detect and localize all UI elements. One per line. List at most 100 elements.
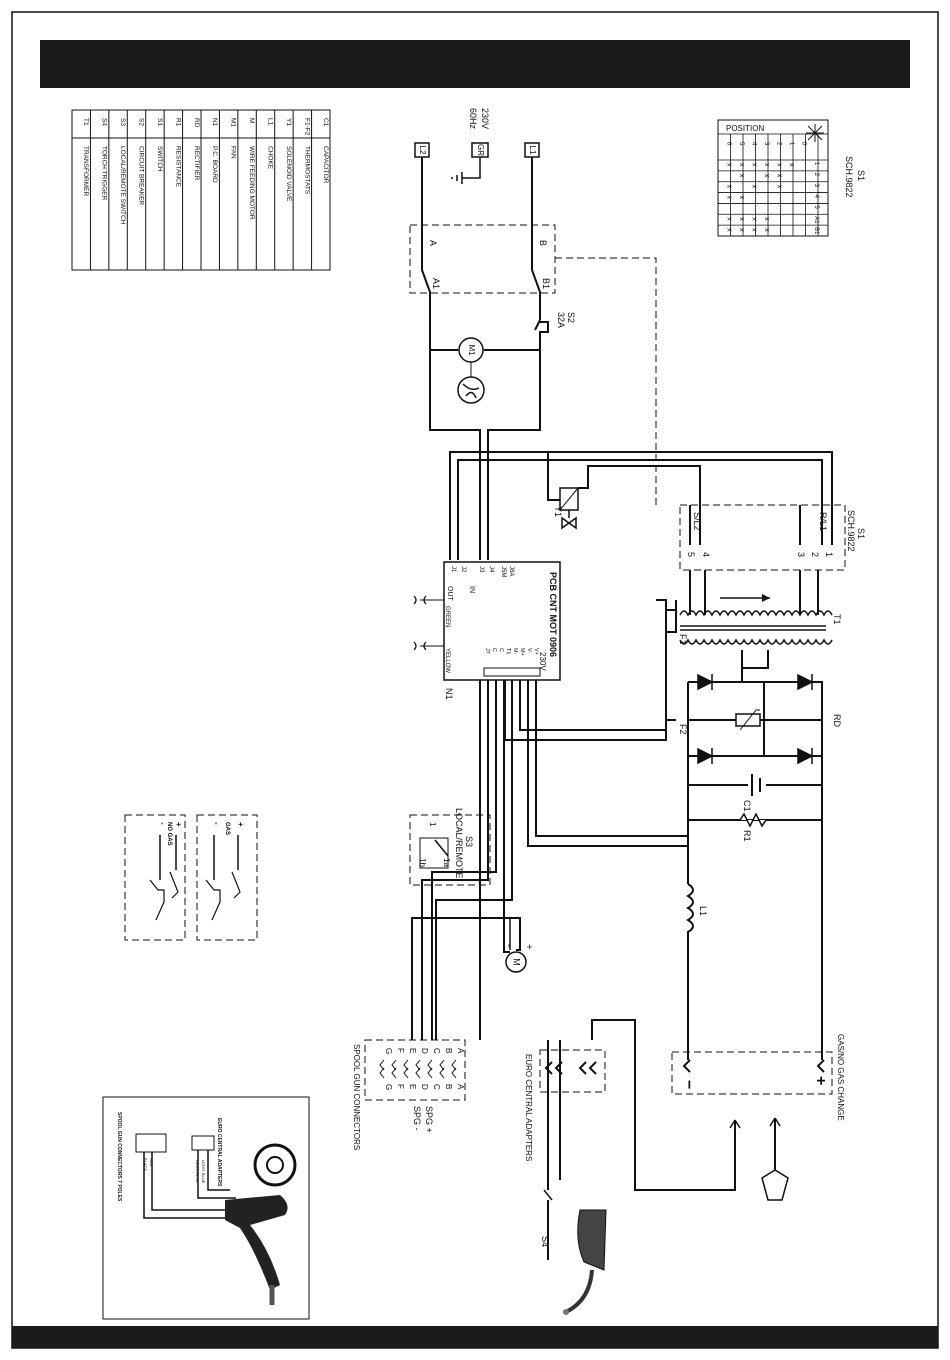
valve-icon xyxy=(561,516,577,530)
gas-polarity-insets: - + NO GAS - + GAS xyxy=(149,822,245,921)
spool-connector-letter: A xyxy=(456,1084,465,1090)
s3-terminal-1: 1 xyxy=(428,822,437,827)
pin-label: 3 xyxy=(813,184,819,188)
led-yellow-label: YELLOW xyxy=(444,648,450,673)
wiring xyxy=(411,157,833,1260)
legend-description: RECTIFIER xyxy=(193,146,200,181)
capacitor-c1: C1 xyxy=(742,774,766,812)
inset-gas-label: GAS xyxy=(224,822,230,835)
switch-mark: x xyxy=(725,228,732,232)
switch-mark: x xyxy=(738,217,745,221)
pcb-voltage: 230V xyxy=(538,652,547,671)
switch-mark: x xyxy=(725,196,732,200)
legend-description: P.C. BOARD xyxy=(211,146,218,183)
legend-code: M1 xyxy=(230,118,237,127)
pcb-connector-label: J4 xyxy=(488,566,494,573)
supply-frequency: 60Hz xyxy=(468,108,478,130)
solenoid-y1: Y1 xyxy=(553,487,579,530)
output-plus: + xyxy=(812,1076,829,1085)
terminal-l1-label: L1 xyxy=(528,146,537,155)
s1-label: S1 xyxy=(856,528,866,539)
inset-no-gas-plus: + xyxy=(174,822,183,827)
legend-description: CAPACITOR xyxy=(322,146,329,184)
switch-mark: x xyxy=(763,163,770,167)
pcb-connector-label: V- xyxy=(526,648,532,653)
spool-connectors-label: SPOOL GUN CONNECTORS xyxy=(352,1044,361,1150)
clamp-icon xyxy=(149,871,179,921)
switch-a1-label: A1 xyxy=(431,278,441,289)
switch-mark: x xyxy=(738,196,745,200)
pcb-out-label: OUT xyxy=(446,586,453,602)
connector-icon xyxy=(544,1061,597,1075)
position-number: 3 xyxy=(763,142,769,146)
ground-icon xyxy=(451,157,481,184)
r1-label: R1 xyxy=(742,830,752,842)
no-gas-inset xyxy=(124,814,186,941)
rectifier-rd: RD xyxy=(697,673,842,765)
switch-a-label: A xyxy=(428,240,438,246)
switch-position-table: POSITION012345612345A1B1xxxxxxxxxxxxxxxx… xyxy=(717,119,866,237)
legend-description: SWITCH xyxy=(156,146,163,172)
pcb-connector-label: J7 xyxy=(484,648,490,654)
switch-mark: x xyxy=(750,185,757,189)
position-number: 6 xyxy=(725,142,731,146)
switch-mark: x xyxy=(775,163,782,167)
torch-handle-icon xyxy=(577,1209,607,1271)
legend-description: CIRCUIT BREAKER xyxy=(138,146,145,205)
choke-l1: L1 xyxy=(680,883,708,936)
legend-code: S3 xyxy=(119,118,126,126)
switch-mark: x xyxy=(763,217,770,221)
diode-icon xyxy=(797,747,814,765)
euro-central-adapter: EURO CENTRAL ADAPTERS xyxy=(524,1054,597,1161)
fan-icon xyxy=(457,376,485,404)
position-dial-icon xyxy=(806,124,824,142)
pin-label: 5 xyxy=(813,205,819,209)
position-header: POSITION xyxy=(726,124,764,133)
local-remote-box xyxy=(409,814,491,886)
switch-mark: x xyxy=(775,174,782,178)
s1-sch-label: SCH.9822 xyxy=(846,510,856,552)
spool-connector-letter: G xyxy=(384,1048,393,1054)
rd-label: RD xyxy=(832,714,842,727)
switch-mark: x xyxy=(763,228,770,232)
legend-code: S2 xyxy=(138,118,145,126)
diode-icon xyxy=(797,673,814,691)
l1-choke-label: L1 xyxy=(698,906,708,916)
legend-code: M xyxy=(248,118,255,123)
position-number: 2 xyxy=(775,142,781,146)
switch-table-title: S1 xyxy=(856,170,866,181)
f1-label: F1 xyxy=(678,634,688,645)
connector-icon xyxy=(415,1059,421,1079)
c1-label: C1 xyxy=(742,800,752,812)
legend-code: N1 xyxy=(211,118,218,127)
connector-icon xyxy=(439,1059,445,1079)
spool-connector-letter: G xyxy=(384,1084,393,1090)
arrow-icon xyxy=(729,1117,781,1129)
switch-mark: x xyxy=(725,217,732,221)
switch-mark: x xyxy=(725,163,732,167)
spool-gun-icon xyxy=(225,1195,288,1290)
spool-connector-letter: F xyxy=(396,1048,405,1053)
legend-code: Y1 xyxy=(285,118,292,126)
spg-minus-label: SPG - xyxy=(412,1106,422,1131)
led-icon xyxy=(413,641,427,651)
legend-code: S4 xyxy=(101,118,108,126)
resistor-r1: R1 xyxy=(739,812,767,842)
inset-no-gas-minus: - xyxy=(158,822,167,825)
s3-terminal-1a: 1a xyxy=(442,858,451,867)
led-green-label: GREEN xyxy=(444,606,450,627)
spool-connector-letter: D xyxy=(420,1048,429,1054)
legend-code: L1 xyxy=(267,118,274,126)
clamp-icon xyxy=(205,871,241,921)
legend-description: TRANSFORMER xyxy=(82,146,89,197)
legend-code: C1 xyxy=(322,118,329,127)
legend-code: R1 xyxy=(174,118,181,127)
pcb-connector-label: J2 xyxy=(460,566,466,573)
pcb-in-label: IN xyxy=(468,586,475,593)
header-bar xyxy=(40,40,910,88)
s1-pin5: 5 xyxy=(686,552,696,557)
s3-terminal-1b: 1b xyxy=(418,858,427,867)
